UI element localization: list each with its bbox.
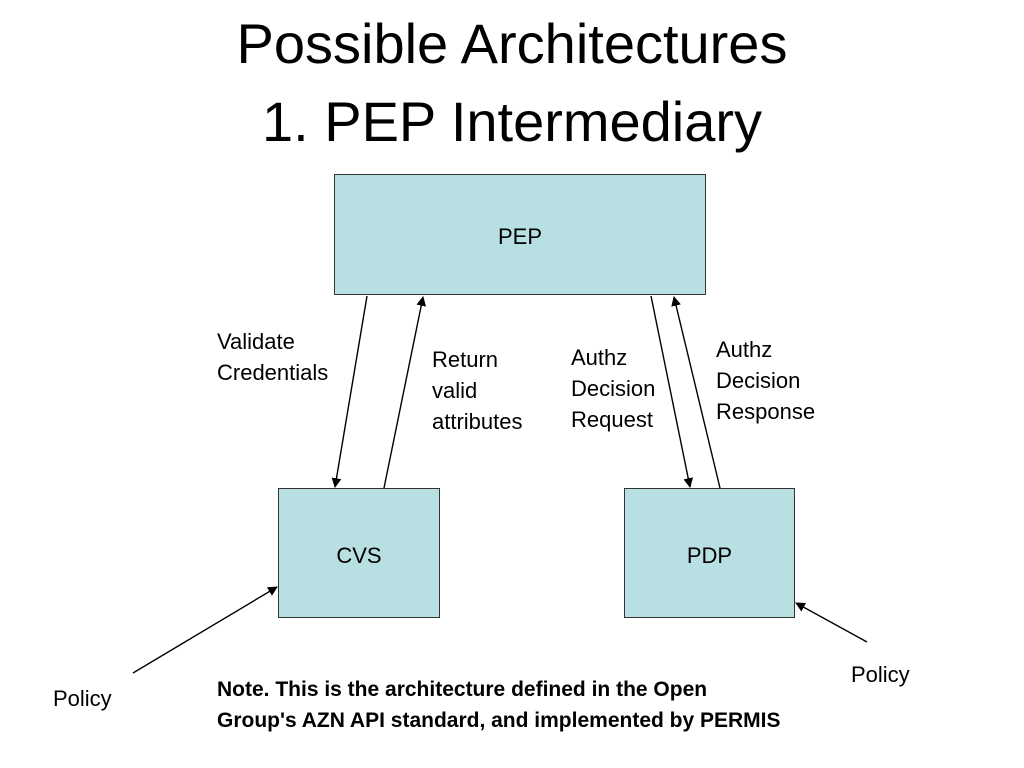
cvs-node-label: CVS [336, 543, 382, 568]
arrow-policy-to-cvs [132, 586, 278, 674]
arrow-validate-credentials [331, 295, 368, 488]
pdp-node: PDP [624, 488, 795, 618]
edge-label-authz-decision-response: Authz Decision Response [716, 337, 816, 424]
arrow-authz-decision-response [671, 296, 721, 489]
policy-label-right: Policy [851, 662, 910, 687]
slide-title-line-2: 1. PEP Intermediary [261, 90, 763, 153]
pdp-node-label: PDP [686, 543, 733, 568]
cvs-node: CVS [278, 488, 440, 618]
arrow-policy-to-pdp [795, 602, 868, 643]
edge-label-validate-credentials: Validate Credentials [217, 329, 329, 385]
arrow-authz-decision-request [650, 295, 694, 488]
architecture-note: Note. This is the architecture defined i… [217, 678, 781, 732]
edge-label-authz-decision-request: Authz Decision Request [571, 345, 656, 432]
slide-title-line-1: Possible Architectures [236, 12, 788, 75]
pep-node: PEP [334, 174, 706, 295]
edge-label-return-valid-attributes: Return valid attributes [432, 347, 523, 434]
pep-node-label: PEP [497, 224, 543, 249]
arrow-return-valid-attributes [383, 296, 427, 489]
policy-label-left: Policy [53, 686, 112, 711]
